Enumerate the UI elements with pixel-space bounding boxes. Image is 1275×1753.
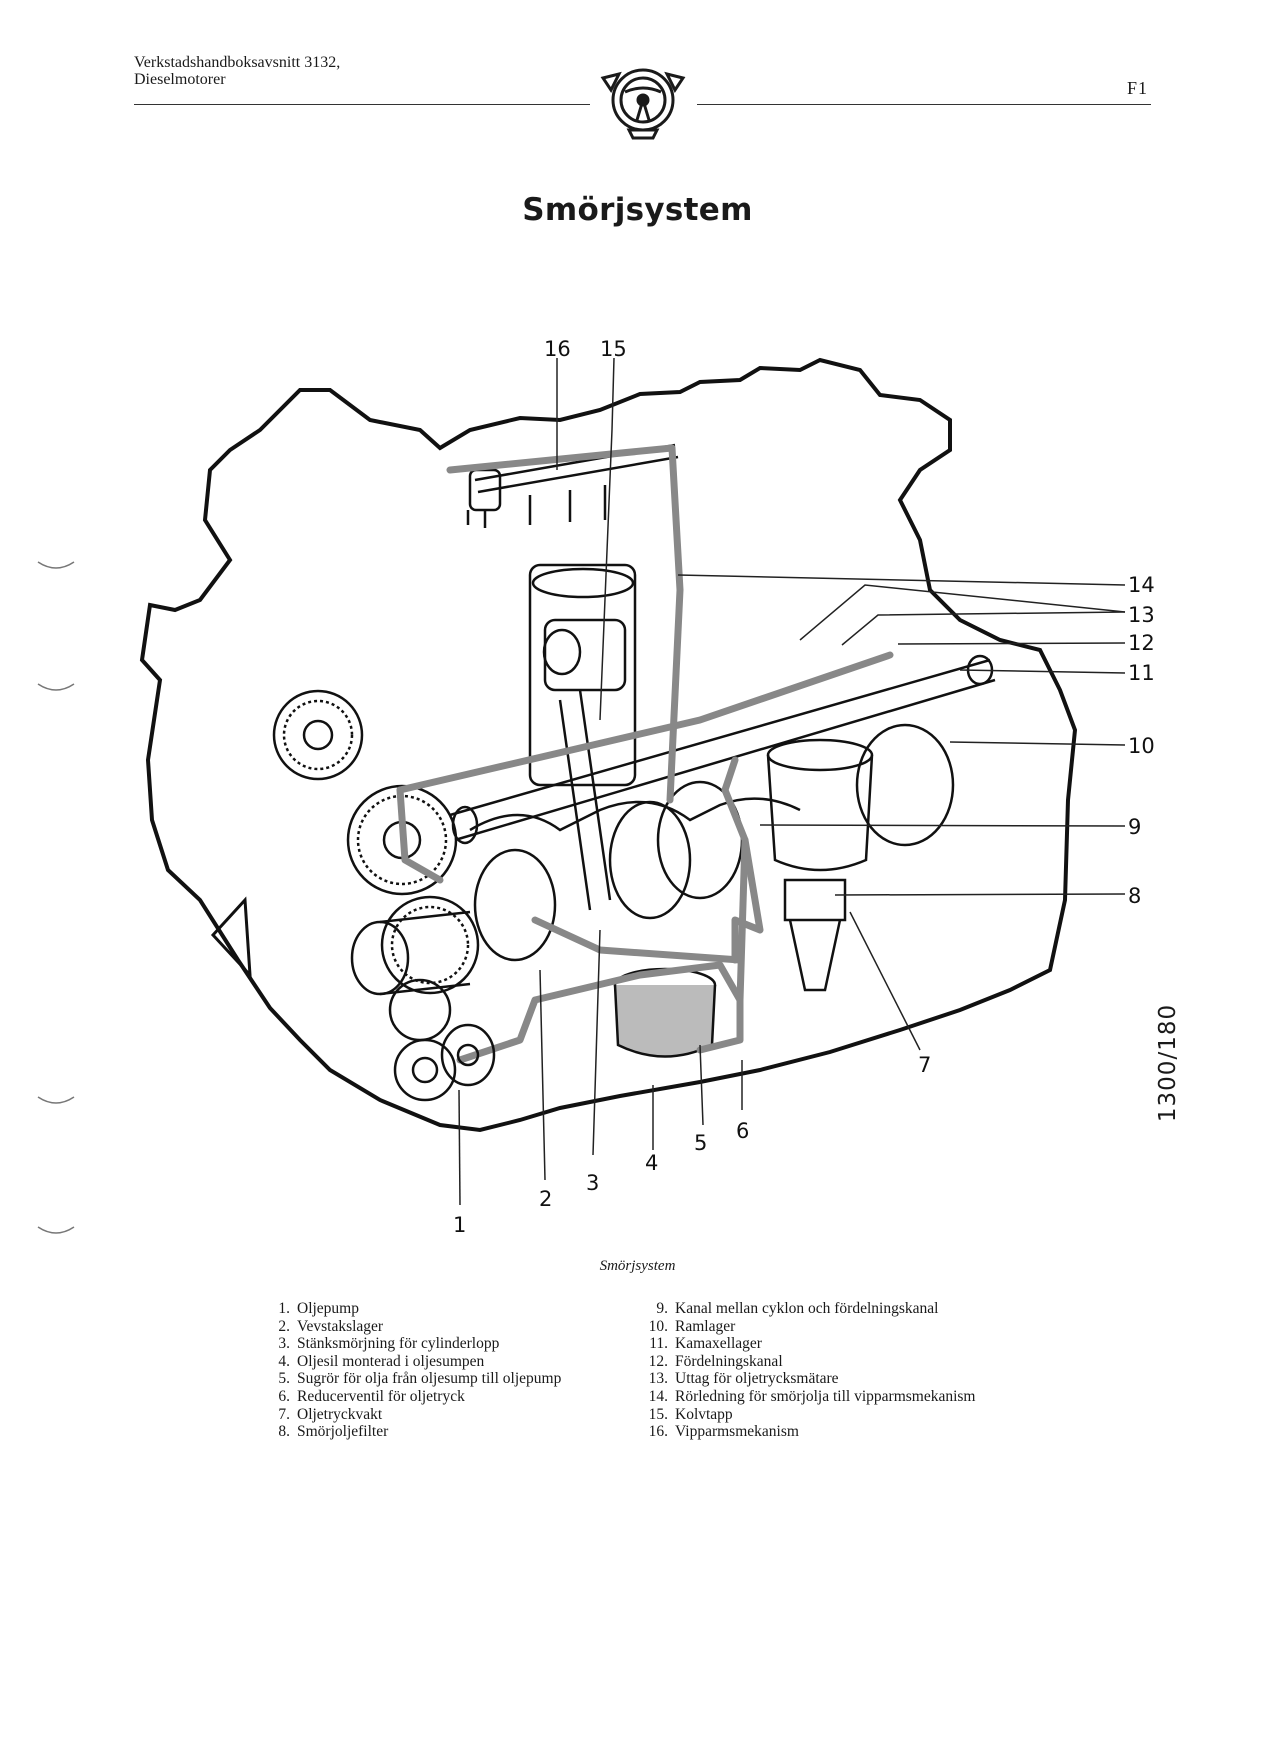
- legend-item: 3.Stänksmörjning för cylinderlopp: [278, 1335, 500, 1353]
- legend-item: 15.Kolvtapp: [648, 1405, 733, 1423]
- callout-12: 12: [1128, 631, 1155, 655]
- legend-item: 16.Vipparmsmekanism: [648, 1423, 799, 1441]
- callout-14: 14: [1128, 573, 1155, 597]
- legend-item: 6.Reducerventil för oljetryck: [278, 1387, 465, 1405]
- callout-6: 6: [736, 1119, 749, 1143]
- manual-section-label: Verkstadshandboksavsnitt 3132, Dieselmot…: [134, 54, 340, 88]
- page-title: Smörjsystem: [522, 192, 753, 228]
- legend-item: 4.Oljesil monterad i oljesumpen: [278, 1352, 485, 1370]
- legend-item: 8.Smörjoljefilter: [278, 1423, 389, 1441]
- callout-11: 11: [1128, 661, 1155, 685]
- legend-item: 2.Vevstakslager: [278, 1317, 384, 1335]
- binder-hole-mark: [37, 1096, 75, 1104]
- figure-part-number: 1300/180: [1155, 1003, 1181, 1123]
- legend-item: 11.Kamaxellager: [649, 1335, 762, 1353]
- legend-right: 9.Kanal mellan cyklon och fördelningskan…: [630, 1300, 1035, 1441]
- header-rule-right: [697, 104, 1151, 105]
- lubrication-system-diagram: 16 15 14 13 12 11 10 9 8 7 6 5 4 3 2 1: [139, 337, 1155, 1237]
- manual-line-2: Dieselmotorer: [134, 71, 226, 88]
- callout-2: 2: [539, 1187, 552, 1211]
- callout-16: 16: [544, 337, 571, 361]
- callout-9: 9: [1128, 815, 1141, 839]
- legend-item: 5.Sugrör för olja från oljesump till olj…: [278, 1370, 562, 1388]
- binder-hole-mark: [37, 1226, 75, 1234]
- callout-8: 8: [1128, 884, 1141, 908]
- legend-item: 13.Uttag för oljetrycksmätare: [648, 1370, 839, 1388]
- callout-5: 5: [694, 1131, 707, 1155]
- legend-item: 1.Oljepump: [278, 1300, 359, 1317]
- legend-item: 14.Rörledning för smörjolja till vipparm…: [648, 1387, 976, 1405]
- callout-3: 3: [586, 1171, 599, 1195]
- legend-item: 7.Oljetryckvakt: [278, 1405, 383, 1423]
- binder-hole-mark: [37, 683, 75, 691]
- manual-line-1: Verkstadshandboksavsnitt 3132,: [134, 54, 341, 71]
- header-rule-left: [134, 104, 590, 105]
- callout-1: 1: [453, 1213, 466, 1237]
- figure-caption: Smörjsystem: [599, 1258, 676, 1274]
- callout-13: 13: [1128, 603, 1155, 627]
- binder-hole-mark: [37, 561, 75, 569]
- page-code: F1: [1127, 78, 1149, 98]
- legend-item: 9.Kanal mellan cyklon och fördelningskan…: [656, 1300, 939, 1317]
- steering-wheel-logo-icon: [600, 68, 686, 140]
- callout-15: 15: [600, 337, 627, 361]
- callout-7: 7: [918, 1053, 931, 1077]
- legend-left: 1.Oljepump 2.Vevstakslager 3.Stänksmörjn…: [262, 1300, 597, 1441]
- legend-item: 12.Fördelningskanal: [648, 1352, 783, 1370]
- callout-4: 4: [645, 1151, 658, 1175]
- callout-10: 10: [1128, 734, 1155, 758]
- legend-item: 10.Ramlager: [648, 1317, 736, 1335]
